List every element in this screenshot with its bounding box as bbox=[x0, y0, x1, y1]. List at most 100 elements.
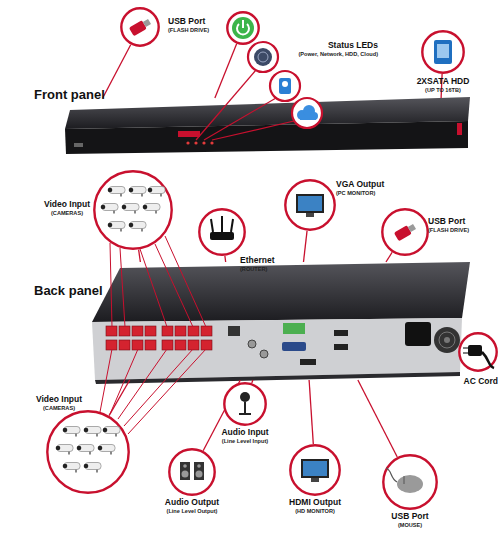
callout-subtitle: (HD MONITOR) bbox=[279, 508, 351, 514]
label-group: HDMI Output(HD MONITOR) bbox=[279, 498, 351, 514]
video-port bbox=[162, 326, 173, 336]
leader-line bbox=[109, 380, 130, 416]
speaker-icon bbox=[180, 462, 190, 480]
status-led bbox=[210, 141, 213, 144]
callout-ring bbox=[94, 171, 171, 248]
camera-icon bbox=[122, 204, 139, 214]
video-port bbox=[201, 326, 212, 336]
panel-heading: Back panel bbox=[34, 284, 134, 299]
hdmi-port bbox=[300, 359, 316, 365]
callout-subtitle: (ROUTER) bbox=[240, 266, 290, 272]
video-port bbox=[145, 326, 156, 336]
device-logo bbox=[178, 131, 200, 137]
mic-stand bbox=[244, 402, 246, 413]
speaker-cone bbox=[196, 471, 203, 478]
callout-ring bbox=[120, 7, 160, 47]
label-group: Status LEDs(Power, Network, HDD, Cloud) bbox=[280, 41, 378, 57]
device-accent bbox=[457, 123, 462, 135]
hdd-icon bbox=[437, 44, 449, 58]
video-port bbox=[132, 326, 143, 336]
camera-wire bbox=[110, 243, 112, 327]
leader-line bbox=[309, 380, 313, 444]
callout-subtitle: (PC MONITOR) bbox=[336, 190, 406, 196]
callout-circle: VGA Output(PC MONITOR) bbox=[284, 179, 336, 231]
camera-icon bbox=[103, 427, 120, 437]
callout-title: Video Input bbox=[28, 395, 90, 405]
video-port bbox=[119, 340, 130, 350]
mic-stand bbox=[239, 413, 251, 415]
label-group: Front panel bbox=[34, 88, 134, 103]
leader-line bbox=[215, 44, 237, 98]
callout-circle: Video Input(CAMERAS) bbox=[46, 410, 130, 494]
power-icon bbox=[237, 24, 249, 34]
cloud-icon bbox=[303, 105, 315, 117]
mouse-cable bbox=[386, 468, 397, 482]
speaker-cone bbox=[182, 471, 189, 478]
speaker-icon bbox=[194, 462, 204, 480]
callout-ring bbox=[198, 208, 246, 256]
fan-grill bbox=[444, 337, 450, 343]
label-group: Ethernet(ROUTER) bbox=[240, 256, 290, 272]
callout-ring bbox=[46, 410, 130, 494]
router-antenna bbox=[211, 219, 213, 232]
mouse-button bbox=[404, 476, 405, 484]
leader-line bbox=[303, 231, 307, 262]
callout-subtitle: (Power, Network, HDD, Cloud) bbox=[280, 51, 378, 57]
camera-wire bbox=[110, 349, 138, 414]
leader-line bbox=[196, 70, 256, 140]
callout-circle: Audio Input(Line Level Input) bbox=[223, 382, 267, 426]
status-led bbox=[186, 141, 189, 144]
callout-circle: Ethernet(ROUTER) bbox=[198, 208, 246, 256]
monitor-icon bbox=[301, 459, 329, 482]
video-port bbox=[106, 326, 117, 336]
mouse-icon bbox=[397, 475, 423, 493]
callout-circle: Status LEDs(Power, Network, HDD, Cloud) bbox=[226, 11, 260, 45]
callout-title: USB Port bbox=[374, 512, 446, 522]
callout-title: Status LEDs bbox=[280, 41, 378, 51]
router-antenna bbox=[231, 219, 233, 232]
vga-port bbox=[282, 342, 306, 351]
leader-line bbox=[252, 380, 253, 383]
power-cable bbox=[482, 352, 494, 368]
usb-port bbox=[334, 344, 348, 350]
camera-icon bbox=[56, 445, 73, 455]
device-panel: Front panel bbox=[65, 98, 470, 154]
callout-circle: HDMI Output(HD MONITOR) bbox=[289, 444, 341, 496]
leader-line bbox=[358, 380, 397, 457]
fan-grill bbox=[439, 332, 455, 348]
label-group: AC Cord bbox=[440, 377, 498, 387]
camera-wire bbox=[165, 236, 206, 327]
callout-subtitle: (Line Level Input) bbox=[205, 438, 285, 444]
label-group: USB Port(FLASH DRIVE) bbox=[428, 217, 498, 233]
video-port bbox=[175, 326, 186, 336]
callout-title: USB Port bbox=[428, 217, 498, 227]
camera-wire bbox=[120, 248, 125, 327]
leader-line bbox=[224, 256, 226, 262]
callout-ring bbox=[121, 8, 158, 45]
usb-icon bbox=[129, 17, 152, 36]
hdd-icon bbox=[282, 81, 288, 87]
ethernet-port bbox=[228, 326, 240, 336]
camera-icon bbox=[129, 222, 146, 232]
callout-ring bbox=[227, 12, 258, 43]
plug-icon bbox=[468, 345, 482, 356]
label-group: USB Port(MOUSE) bbox=[374, 512, 446, 528]
camera-wire bbox=[128, 349, 206, 434]
camera-icon bbox=[77, 445, 94, 455]
label-group: Video Input(CAMERAS) bbox=[36, 200, 98, 216]
video-port bbox=[162, 340, 173, 350]
callout-ring bbox=[226, 11, 260, 45]
leader-line bbox=[212, 121, 294, 140]
terminal-block bbox=[283, 323, 305, 334]
leader-line bbox=[139, 250, 141, 262]
power-icon bbox=[242, 20, 244, 28]
callout-subtitle: (UP TO 16TB) bbox=[403, 87, 483, 93]
camera-wire bbox=[124, 349, 193, 426]
cloud-icon bbox=[297, 110, 307, 120]
video-port bbox=[106, 340, 117, 350]
callout-ring bbox=[292, 98, 322, 128]
label-group: Audio Output(Line Level Output) bbox=[152, 498, 232, 514]
leader-line bbox=[103, 45, 131, 98]
cloud-icon bbox=[310, 112, 318, 120]
camera-icon bbox=[98, 445, 115, 455]
